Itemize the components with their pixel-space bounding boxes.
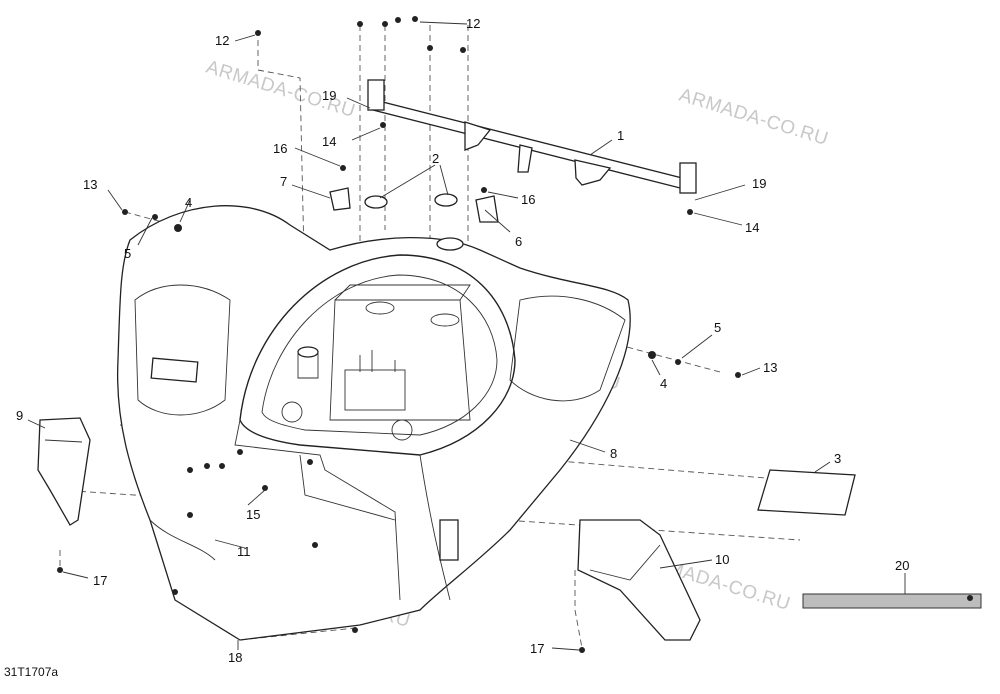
grommets [364,193,464,251]
trim-strip-20 [802,593,982,609]
callout-4-left: 4 [185,195,192,210]
plate-3 [757,469,856,516]
callout-8: 8 [610,446,617,461]
callout-3: 3 [834,451,841,466]
callout-9: 9 [16,408,23,423]
callout-16-left: 16 [273,141,287,156]
callout-15: 15 [246,507,260,522]
callout-1: 1 [617,128,624,143]
leader-lines [27,21,906,651]
left-reflector [150,357,199,383]
watermark-2: ARMADA-CO.RU [677,85,831,150]
callouts: 1 2 3 4 4 5 5 6 7 8 9 10 11 12 12 13 13 … [16,16,909,665]
callout-16-right: 16 [521,192,535,207]
callout-12-top: 12 [466,16,480,31]
rack-support-bar [367,79,697,194]
callout-5-right: 5 [714,320,721,335]
callout-2: 2 [432,151,439,166]
fasteners [57,16,973,653]
callout-13-left: 13 [83,177,97,192]
callout-19-left: 19 [322,88,336,103]
callout-18: 18 [228,650,242,665]
right-mud-flap [577,519,701,641]
callout-7: 7 [280,174,287,189]
callout-11: 11 [237,544,251,559]
front-fender-body [116,205,631,641]
compartment-components [281,301,460,441]
callout-20: 20 [895,558,909,573]
left-bracket-19 [367,79,385,111]
brackets [329,187,499,223]
right-bracket-19 [679,162,697,194]
callout-13-right: 13 [763,360,777,375]
left-mud-flap [37,417,91,526]
callout-4-right: 4 [660,376,667,391]
figure-code: 31T1707a [4,665,58,679]
callout-6: 6 [515,234,522,249]
callout-12-left: 12 [215,33,229,48]
callout-10: 10 [715,552,729,567]
callout-14-left: 14 [322,134,336,149]
callout-14-right: 14 [745,220,759,235]
callout-17-right: 17 [530,641,544,656]
bracket-7 [329,187,351,211]
callout-17-left: 17 [93,573,107,588]
callout-5-left: 5 [124,246,131,261]
callout-19-right: 19 [752,176,766,191]
